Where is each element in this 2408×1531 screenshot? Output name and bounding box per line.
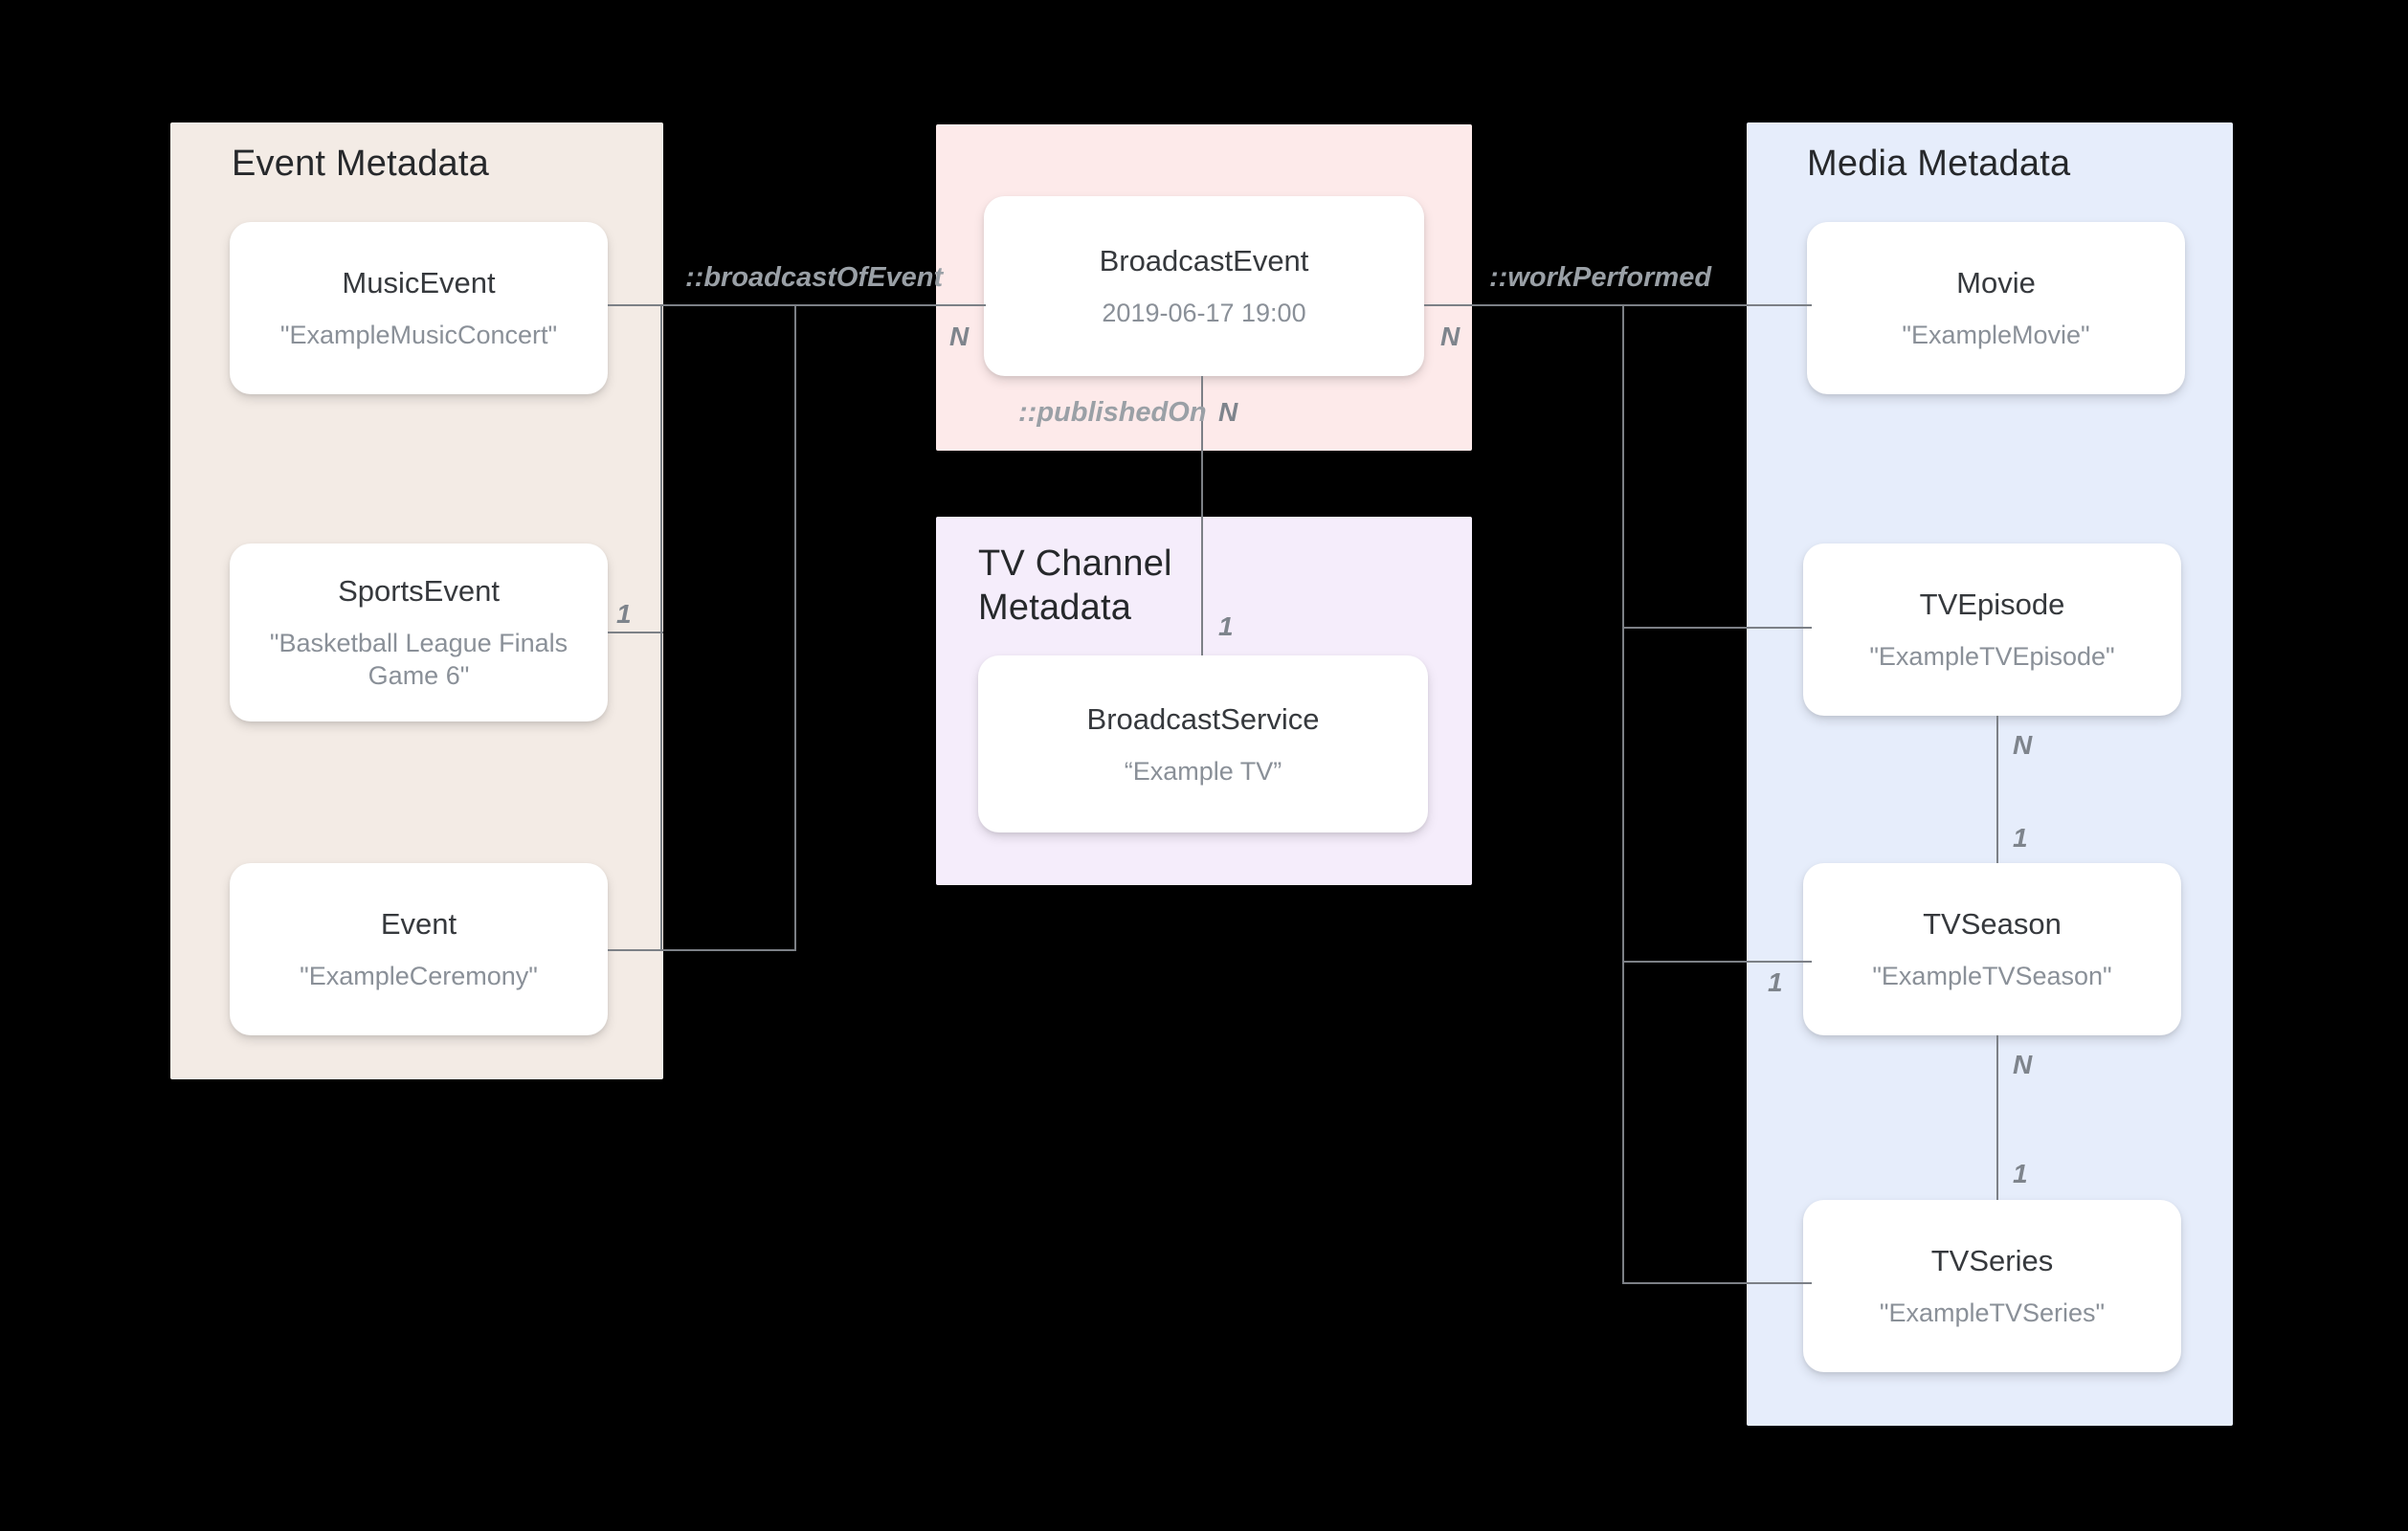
group-title-event-metadata: Event Metadata (232, 144, 489, 184)
node-type: MusicEvent (342, 266, 496, 300)
node-tv-series[interactable]: TVSeries "ExampleTVSeries" (1803, 1200, 2181, 1372)
node-value: "Basketball League Finals Game 6" (269, 629, 569, 690)
cardinality-broadcast-event-left: N (949, 322, 970, 351)
cardinality-tv-season-bottom: N (2013, 1050, 2033, 1079)
node-type: BroadcastService (1086, 701, 1320, 736)
edge-published-on (1201, 376, 1203, 655)
node-type: TVEpisode (1919, 588, 2065, 621)
node-value: "ExampleMovie" (1902, 321, 2090, 349)
node-value: "ExampleMusicConcert" (279, 321, 558, 349)
node-sports-event[interactable]: SportsEvent "Basketball League Finals Ga… (230, 544, 608, 721)
edge-sports-event-stub (608, 632, 663, 633)
node-value: "ExampleTVEpisode" (1869, 642, 2115, 671)
node-tv-episode[interactable]: TVEpisode "ExampleTVEpisode" (1803, 544, 2181, 716)
edge-event-bus-top-link (660, 304, 796, 306)
cardinality-broadcast-event-bottom: N (1218, 397, 1238, 427)
group-title-media-metadata: Media Metadata (1807, 144, 2071, 184)
node-music-event[interactable]: MusicEvent "ExampleMusicConcert" (230, 222, 608, 394)
edge-tv-episode-tv-season (1996, 716, 1998, 863)
edge-media-bus-tv-series (1622, 1282, 1812, 1284)
node-value: 2019-06-17 19:00 (1102, 299, 1306, 327)
node-broadcast-event[interactable]: BroadcastEvent 2019-06-17 19:00 (984, 196, 1424, 376)
edge-event-stub (608, 949, 663, 951)
cardinality-broadcast-service-top: 1 (1218, 611, 1234, 641)
edge-music-event-stub (608, 304, 663, 306)
cardinality-broadcast-event-right: N (1440, 322, 1460, 351)
edge-event-bus-bottom-link (660, 949, 796, 951)
relation-label-published-on: ::publishedOn (1018, 397, 1207, 428)
node-event[interactable]: Event "ExampleCeremony" (230, 863, 608, 1035)
node-type: BroadcastEvent (1099, 244, 1309, 277)
node-type: TVSeries (1930, 1244, 2054, 1277)
node-value: "ExampleCeremony" (300, 962, 538, 990)
node-type: Movie (1956, 266, 2036, 300)
cardinality-tv-season-top: 1 (2013, 823, 2028, 853)
node-tv-season[interactable]: TVSeason "ExampleTVSeason" (1803, 863, 2181, 1035)
edge-media-bus-tv-season (1622, 961, 1812, 963)
edge-media-bus-tv-episode (1622, 627, 1812, 629)
edge-media-bus-movie (1622, 304, 1812, 306)
group-title-tv-channel-metadata: TV Channel Metadata (978, 544, 1172, 628)
cardinality-tv-series-top: 1 (2013, 1159, 2028, 1188)
cardinality-tv-episode-bottom: N (2013, 730, 2033, 760)
relation-label-work-performed: ::workPerformed (1489, 262, 1712, 293)
node-type: Event (380, 907, 457, 941)
edge-tv-season-tv-series (1996, 1035, 1998, 1200)
edge-media-bus (1622, 304, 1624, 1284)
node-type: SportsEvent (338, 574, 500, 608)
node-value: "ExampleTVSeries" (1879, 1298, 2106, 1327)
edge-event-bus-outer (794, 304, 796, 951)
cardinality-sports-event-right: 1 (616, 599, 632, 629)
node-broadcast-service[interactable]: BroadcastService “Example TV” (978, 655, 1428, 832)
edge-work-performed (1424, 304, 1625, 306)
cardinality-tv-season-left: 1 (1768, 967, 1783, 997)
node-value: “Example TV” (1124, 756, 1282, 786)
node-movie[interactable]: Movie "ExampleMovie" (1807, 222, 2185, 394)
node-value: "ExampleTVSeason" (1872, 962, 2112, 990)
node-type: TVSeason (1923, 907, 2062, 941)
edge-event-bus-inner (660, 304, 662, 951)
edge-broadcast-of-event (794, 304, 986, 306)
relation-label-broadcast-of-event: ::broadcastOfEvent (685, 262, 944, 293)
